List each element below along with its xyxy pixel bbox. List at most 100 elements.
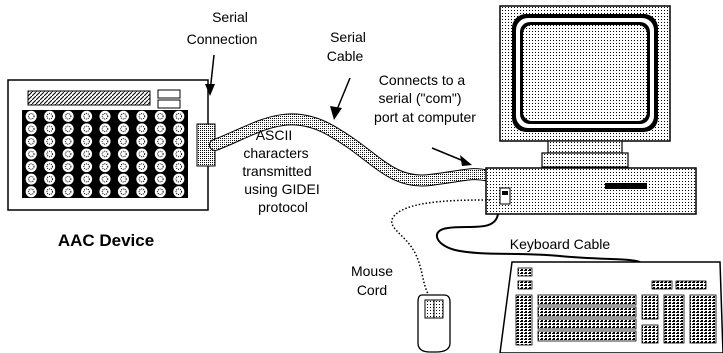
aac-key — [44, 173, 56, 185]
aac-key-mark — [27, 163, 35, 170]
keyboard-cable — [436, 213, 641, 263]
aac-key — [99, 148, 111, 160]
keyboard-keys — [515, 267, 717, 346]
kb-row-2 — [537, 306, 637, 318]
aac-key — [154, 186, 166, 198]
aac-key-mark — [101, 150, 109, 158]
aac-key — [62, 123, 74, 135]
kb-row-1 — [537, 294, 637, 306]
label-ascii-line3: transmitted — [242, 163, 311, 179]
aac-key — [81, 186, 93, 198]
aac-key — [117, 110, 129, 122]
aac-key — [81, 161, 93, 173]
aac-key — [81, 173, 93, 185]
aac-key — [25, 186, 37, 198]
aac-key — [25, 148, 37, 160]
aac-key — [62, 148, 74, 160]
aac-key-mark — [101, 125, 109, 133]
aac-key-mark — [175, 125, 183, 133]
aac-key — [173, 148, 185, 160]
aac-key-mark — [101, 163, 109, 170]
keyboard — [499, 261, 723, 353]
aac-key — [173, 161, 185, 173]
aac-key-mark — [120, 138, 127, 145]
aac-key-mark — [83, 150, 90, 158]
mouse-cord — [390, 199, 491, 301]
aac-key — [117, 135, 129, 147]
arrow-serial-connection — [205, 54, 215, 96]
kb-fkey-group — [675, 280, 707, 290]
aac-key-mark — [46, 113, 53, 120]
aac-key-mark — [64, 125, 72, 133]
aac-key — [81, 110, 93, 122]
aac-key-mark — [157, 163, 164, 170]
aac-key-mark — [27, 150, 35, 158]
kb-arrow-block — [641, 324, 659, 344]
aac-key-mark — [64, 188, 72, 195]
aac-key-mark — [27, 113, 35, 120]
aac-key — [62, 161, 74, 173]
aac-key — [44, 110, 56, 122]
aac-key — [44, 123, 56, 135]
aac-key — [117, 123, 129, 135]
aac-key — [136, 173, 148, 185]
aac-key — [44, 148, 56, 160]
label-mouse-line2: Cord — [357, 282, 387, 298]
label-serial-cable-line2: Cable — [327, 48, 364, 64]
label-connects-line1: Connects to a — [379, 72, 466, 88]
aac-key-mark — [64, 163, 72, 170]
aac-key-mark — [138, 175, 146, 183]
aac-key-mark — [157, 175, 164, 183]
kb-row-3 — [537, 318, 637, 330]
aac-key — [25, 123, 37, 135]
aac-key — [81, 123, 93, 135]
aac-key-mark — [157, 125, 164, 133]
aac-key — [62, 135, 74, 147]
aac-key-mark — [157, 113, 164, 120]
aac-key-mark — [83, 163, 90, 170]
aac-key-mark — [83, 138, 90, 145]
aac-key — [136, 135, 148, 147]
aac-key-mark — [101, 138, 109, 145]
label-ascii-line5: protocol — [258, 199, 308, 215]
aac-key-mark — [175, 138, 183, 145]
aac-key — [25, 161, 37, 173]
aac-key — [81, 148, 93, 160]
aac-key — [44, 135, 56, 147]
aac-key-mark — [138, 188, 146, 195]
aac-key-mark — [64, 175, 72, 183]
aac-key-mark — [120, 163, 127, 170]
kb-fkey-group — [651, 280, 673, 290]
aac-key-mark — [101, 188, 109, 195]
aac-key-mark — [46, 163, 53, 170]
label-ascii-line1: ASCII — [256, 127, 293, 143]
aac-key — [99, 110, 111, 122]
aac-key — [136, 186, 148, 198]
label-aac-device: AAC Device — [58, 231, 154, 250]
aac-key — [99, 123, 111, 135]
label-mouse-line1: Mouse — [351, 263, 393, 279]
aac-key-mark — [175, 188, 183, 195]
aac-key-mark — [46, 188, 53, 195]
aac-key-mark — [64, 113, 72, 120]
aac-key-mark — [157, 188, 164, 195]
aac-key — [25, 135, 37, 147]
label-serial-connection-line1: Serial — [212, 9, 248, 25]
kb-left-block — [515, 294, 533, 346]
kb-numpad-left — [663, 294, 685, 344]
aac-key — [44, 186, 56, 198]
kb-esc-key — [517, 267, 533, 277]
label-serial-connection-line2: Connection — [187, 31, 258, 47]
aac-key-mark — [101, 113, 109, 120]
aac-key — [173, 110, 185, 122]
aac-key-mark — [120, 150, 127, 158]
aac-key — [25, 110, 37, 122]
aac-device — [7, 79, 216, 211]
label-keyboard-cable: Keyboard Cable — [510, 236, 611, 252]
aac-key — [154, 161, 166, 173]
aac-key — [81, 135, 93, 147]
aac-key — [117, 161, 129, 173]
aac-key — [136, 123, 148, 135]
aac-key — [117, 173, 129, 185]
